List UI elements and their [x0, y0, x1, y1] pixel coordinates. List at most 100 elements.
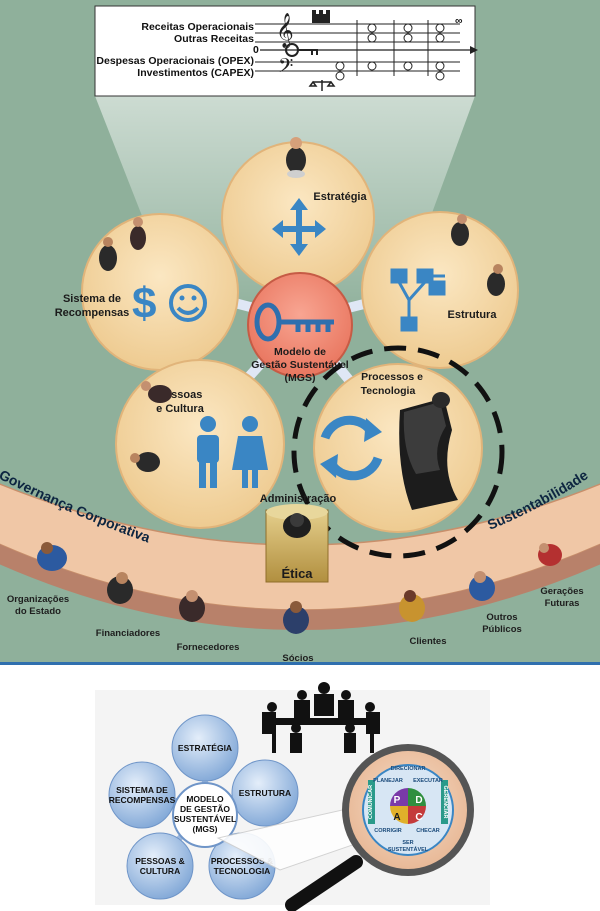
pillar-structure: Estrutura: [361, 211, 519, 369]
stakeholder-state: Organizações do Estado: [7, 542, 69, 617]
pillar-strategy: Estratégia: [221, 137, 375, 295]
person-figures-rewards: [99, 217, 146, 271]
staff-castle-icon: [312, 10, 330, 23]
stakeholder-suppliers: Fornecedores: [177, 590, 240, 653]
infinity-symbol: ∞: [455, 15, 463, 27]
stakeholder-label-suppliers: Fornecedores: [177, 642, 240, 653]
staff-label-capex: Investimentos (CAPEX): [137, 67, 254, 79]
pdca-letter-p: P: [394, 795, 401, 806]
person-figure-process: [432, 392, 450, 408]
pillar-rewards: $ Sistema de Recompensas: [55, 213, 239, 371]
grand-piano-icon: [399, 398, 458, 510]
person-figures-structure: [451, 214, 505, 296]
pdca-planejar: PLANEJAR: [373, 778, 403, 784]
people-icon: [197, 416, 268, 488]
boardroom-silhouette: [262, 682, 380, 753]
org-chart-icon: [390, 268, 446, 332]
zero-mark: 0: [253, 44, 259, 56]
pdca-gerenciar: GERENCIAR: [442, 785, 448, 818]
key-icon: [254, 302, 334, 342]
stakeholder-label-clients: Clientes: [410, 636, 447, 647]
pdca-sustentavel: SUSTENTÁVEL: [388, 846, 429, 853]
highlight-dashed-ring: [291, 345, 505, 559]
pdca-letter-d: D: [415, 795, 422, 806]
magnifier-glass: DIRECIONAR PLANEJAR EXECUTAR COMUNICAR G…: [285, 744, 474, 911]
stakeholder-arc-edge: [0, 544, 600, 630]
treble-clef-icon: 𝄞: [276, 13, 294, 49]
administration-label: Administração: [260, 493, 337, 505]
refresh-cycle-icon: [320, 415, 383, 481]
bass-clef-icon: 𝄢: [278, 55, 293, 82]
staff-label-other-revenues: Outras Receitas: [174, 33, 254, 45]
mini-label-rewards-1: SISTEMA DE: [116, 785, 168, 795]
mini-center-label-2: DE GESTÃO: [180, 804, 230, 814]
pillar-label-rewards-1: Sistema de: [63, 293, 121, 305]
pillar-people: Pessoas e Cultura: [115, 359, 285, 529]
mini-label-process-1: PROCESSOS &: [211, 856, 273, 866]
mini-center-label-3: SUSTENTÁVEL: [174, 814, 236, 824]
magnifier-handle: [285, 855, 363, 911]
ethics-pedestal: Ética: [265, 504, 329, 583]
stakeholder-clients: Clientes: [399, 590, 446, 647]
center-mgs-hub: Modelo de Gestão Sustentável (MGS): [247, 272, 353, 384]
stakeholder-label-future-2: Futuras: [545, 598, 580, 609]
stakeholder-others: Outros Públicos: [469, 571, 522, 635]
stakeholder-future: Gerações Futuras: [538, 543, 584, 609]
center-label-1: Modelo de: [274, 346, 326, 358]
stakeholder-label-others-1: Outros: [486, 612, 517, 623]
stakeholder-label-others-2: Públicos: [482, 624, 522, 635]
pdca-comunicar: COMUNICAR: [368, 785, 374, 819]
mini-label-strategy: ESTRATÉGIA: [178, 743, 232, 753]
mini-pillar-rewards: SISTEMA DE RECOMPENSAS: [108, 761, 176, 829]
stakeholder-label-future-1: Gerações: [540, 586, 583, 597]
smiley-icon: [169, 284, 207, 322]
dollar-icon: $: [132, 279, 156, 328]
person-figure-strategy: [286, 137, 306, 178]
pillar-label-process-2: Tecnologia: [361, 385, 416, 397]
mini-center-label-4: (MGS): [192, 824, 217, 834]
mini-pillar-people: PESSOAS & CULTURA: [126, 832, 194, 900]
stakeholder-label-state-2: do Estado: [15, 606, 61, 617]
staff-dollar-notes: [335, 23, 445, 81]
pdca-letter-a: A: [393, 812, 400, 823]
panel-divider: [0, 662, 600, 665]
center-label-3: (MGS): [285, 372, 316, 384]
mini-label-people-1: PESSOAS &: [135, 856, 185, 866]
pillar-process: Processos e Tecnologia: [313, 363, 483, 533]
mini-center-label-1: MODELO: [186, 794, 224, 804]
mini-label-rewards-2: RECOMPENSAS: [109, 795, 176, 805]
staff-scales-icon: [308, 80, 336, 91]
stakeholder-partners: Sócios: [282, 601, 314, 664]
mini-label-structure: ESTRUTURA: [239, 788, 291, 798]
person-figures-people: [130, 381, 172, 472]
pillar-label-process-1: Processos e: [361, 371, 423, 383]
mini-label-people-2: CULTURA: [140, 866, 180, 876]
staff-label-revenues: Receitas Operacionais: [141, 21, 254, 33]
stakeholder-label-partners: Sócios: [282, 653, 313, 664]
pillar-label-structure: Estrutura: [448, 309, 498, 321]
stakeholder-label-state-1: Organizações: [7, 594, 69, 605]
mini-pillar-strategy: ESTRATÉGIA: [171, 714, 239, 782]
stakeholder-financiers: Financiadores: [96, 572, 160, 639]
four-arrows-icon: [272, 198, 326, 256]
staff-label-opex: Despesas Operacionais (OPEX): [96, 55, 254, 67]
pdca-corrigir: CORRIGIR: [374, 828, 402, 834]
center-label-2: Gestão Sustentável: [251, 359, 349, 371]
financial-staff-panel: 𝄞 𝄢 ∞ 0 Receitas Operacionais Outras Rec…: [94, 5, 478, 97]
pdca-direcionar: DIRECIONAR: [391, 766, 426, 772]
pdca-ser: SER: [402, 840, 413, 846]
pdca-wheel: [390, 788, 426, 824]
mini-label-process-2: TECNOLOGIA: [214, 866, 271, 876]
mini-center-mgs: MODELO DE GESTÃO SUSTENTÁVEL (MGS): [172, 782, 238, 848]
staff-key-icon: [285, 43, 318, 57]
pdca-letter-c: C: [415, 812, 422, 823]
pdca-executar: EXECUTAR: [413, 778, 443, 784]
pillar-label-rewards-2: Recompensas: [55, 307, 130, 319]
stakeholder-label-financiers: Financiadores: [96, 628, 160, 639]
pillar-label-strategy: Estratégia: [313, 191, 367, 203]
ethics-label: Ética: [281, 566, 313, 581]
mini-pillar-structure: ESTRUTURA: [231, 759, 299, 827]
pdca-checar: CHECAR: [416, 828, 440, 834]
